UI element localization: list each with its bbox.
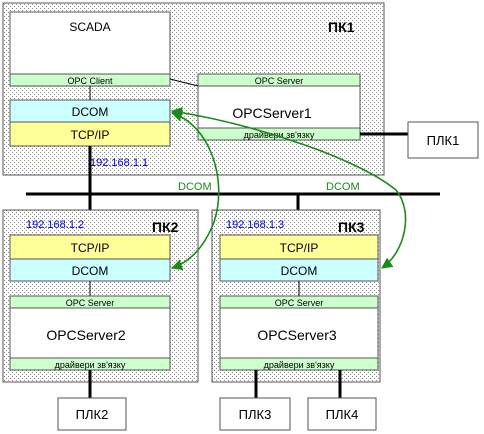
pc2-container: 192.168.1.2 ПК2 TCP/IP DCOM OPC Server O… [2, 209, 199, 383]
pc1-dcom-label: DCOM [72, 105, 109, 119]
plc1-box: ПЛК1 [407, 121, 479, 159]
dcom-link-label-right: DCOM [326, 181, 360, 193]
pc3-tcpip-label: TCP/IP [280, 241, 319, 255]
plc2-label: ПЛК2 [76, 407, 109, 422]
pc1-label: ПК1 [328, 19, 355, 35]
pc3-ip: 192.168.1.3 [226, 219, 284, 231]
plc4-box: ПЛК4 [307, 397, 377, 431]
opcserver3-name: OPCServer3 [257, 327, 337, 343]
opcserver2-bar-label: OPC Server [66, 298, 115, 308]
plc3-box: ПЛК3 [219, 397, 291, 431]
pc1-network-stack: DCOM TCP/IP [9, 99, 171, 147]
plc2-box: ПЛК2 [57, 397, 127, 431]
pc3-container: 192.168.1.3 ПК3 TCP/IP DCOM OPC Server O… [211, 209, 381, 383]
dcom-link-label-left: DCOM [178, 181, 212, 193]
pc2-dcom-label: DCOM [72, 264, 109, 278]
opcserver1-drivers-label: драйвери зв'язку [244, 130, 315, 140]
opcserver1-name: OPCServer1 [232, 105, 312, 121]
pc1-container: ПК1 SCADA OPC Client DCOM TCP/IP OPC Ser… [2, 2, 385, 176]
pc2-label: ПК2 [152, 219, 179, 235]
pc2-tcpip-label: TCP/IP [71, 241, 110, 255]
pc1-ip: 192.168.1.1 [90, 157, 148, 169]
opcserver1-block: OPC Server OPCServer1 драйвери зв'язку [197, 73, 361, 141]
opc-client-label: OPC Client [67, 76, 113, 86]
opcserver3-drivers-label: драйвери зв'язку [264, 360, 335, 370]
plc3-label: ПЛК3 [239, 407, 272, 422]
scada-label: SCADA [69, 20, 110, 34]
dcom-arrow-pc1-pc3 [170, 107, 407, 269]
opcserver2-name: OPCServer2 [46, 327, 126, 343]
pc2-ip: 192.168.1.2 [26, 219, 84, 231]
scada-block: SCADA OPC Client [9, 11, 171, 87]
pc1-tcpip-label: TCP/IP [71, 128, 110, 142]
client-server-link [169, 78, 199, 87]
plc1-label: ПЛК1 [427, 133, 460, 148]
pc3-label: ПК3 [338, 219, 365, 235]
pc3-dcom-label: DCOM [281, 264, 318, 278]
opcserver1-bar-label: OPC Server [255, 76, 304, 86]
opcserver2-drivers-label: драйвери зв'язку [55, 360, 126, 370]
opcserver3-bar-label: OPC Server [275, 298, 324, 308]
plc4-label: ПЛК4 [326, 407, 359, 422]
